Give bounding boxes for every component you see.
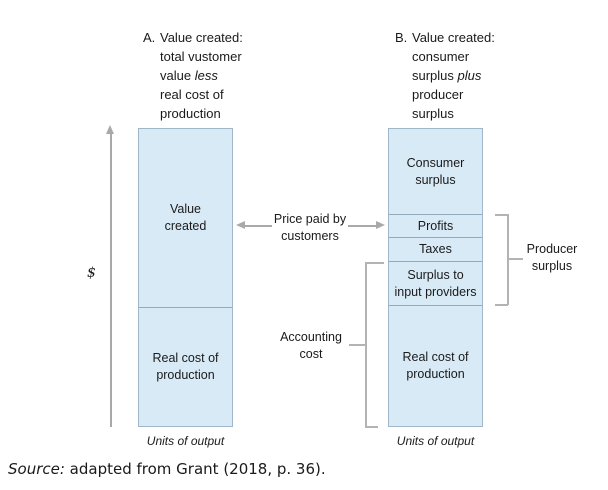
heading-line: producer — [412, 87, 464, 102]
panel-b-heading-lines: Value created: consumer surplus plus pro… — [412, 28, 495, 123]
bracket-top-tick — [365, 262, 384, 264]
arrowhead-right-icon — [376, 221, 385, 229]
heading-line: surplus — [412, 106, 454, 121]
y-axis-label: $ — [87, 265, 96, 281]
panel-a-marker: A. — [143, 30, 156, 45]
bracket-label-connector — [349, 344, 365, 346]
bracket-vertical-line — [507, 214, 509, 305]
bar-b-section-profits: Profits — [389, 214, 482, 237]
bar-b-section-consumer-surplus: Consumer surplus — [406, 155, 465, 187]
heading-line: total vustomer — [160, 49, 242, 64]
source-caption: Source: adapted from Grant (2018, p. 36)… — [8, 460, 326, 478]
price-paid-label: Price paid by customers — [273, 212, 347, 243]
panel-a-heading: A. Value created: total vustomer value l… — [143, 28, 243, 123]
bar-b-section-surplus-input-providers: Surplus to input providers — [389, 261, 482, 305]
heading-line: Value created: — [160, 30, 243, 45]
heading-line: real cost of — [160, 87, 224, 102]
x-axis-label-a: Units of output — [146, 434, 225, 448]
x-axis-label-b: Units of output — [396, 434, 475, 448]
heading-line: value less — [160, 68, 218, 83]
bar-b-section-real-cost: Real cost of production — [389, 305, 482, 426]
panel-b-heading: B. Value created: consumer surplus plus … — [395, 28, 495, 123]
bar-b-section-taxes: Taxes — [389, 237, 482, 261]
bracket-label-connector — [508, 258, 523, 260]
bracket-bottom-tick — [365, 426, 378, 428]
panel-b-marker: B. — [395, 30, 408, 45]
bar-a: Value created Real cost of production — [138, 128, 233, 427]
bracket-top-tick — [495, 214, 508, 216]
producer-surplus-label: Producer surplus — [526, 242, 578, 273]
bracket-vertical-line — [365, 262, 367, 428]
y-axis-line — [110, 133, 112, 427]
bar-a-section-real-cost: Real cost of production — [139, 307, 232, 426]
heading-line: consumer — [412, 49, 470, 64]
source-caption-text: adapted from Grant (2018, p. 36). — [64, 460, 326, 478]
heading-line: Value created: — [412, 30, 495, 45]
bar-a-section-value-created: Value created — [164, 202, 207, 233]
price-arrow-right-line — [348, 225, 376, 227]
arrowhead-up-icon — [106, 125, 114, 134]
heading-line: production — [160, 106, 221, 121]
bracket-bottom-tick — [495, 304, 508, 306]
price-arrow-left-line — [244, 225, 272, 227]
heading-line: surplus plus — [412, 68, 482, 83]
source-caption-prefix: Source: — [8, 460, 65, 478]
bar-b: Consumer surplus Profits Taxes Surplus t… — [388, 128, 483, 427]
arrowhead-left-icon — [236, 221, 245, 229]
accounting-cost-label: Accounting cost — [280, 330, 342, 361]
panel-a-heading-lines: Value created: total vustomer value less… — [160, 28, 243, 123]
